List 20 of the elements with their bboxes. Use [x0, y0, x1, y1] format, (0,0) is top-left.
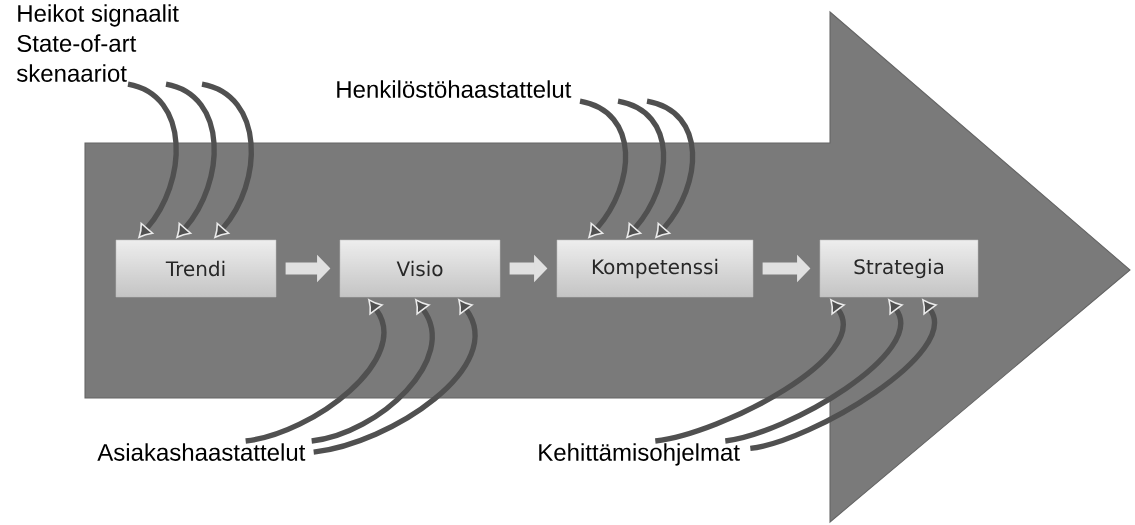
- process-box: Strategia: [819, 239, 979, 298]
- curved-arrow: [654, 299, 846, 444]
- curved-arrow: [245, 299, 387, 444]
- text-label: Henkilöstöhaastattelut: [337, 80, 572, 98]
- curved-arrow: [165, 81, 217, 238]
- curved-arrow: [724, 299, 904, 444]
- text-label: Asiakashaastattelut: [97, 443, 306, 461]
- curved-arrow: [617, 98, 667, 238]
- curved-arrow: [749, 299, 937, 452]
- curved-arrow: [579, 98, 629, 238]
- curved-arrow: [646, 98, 696, 238]
- text-label: Heikot signaalit State-of-art skenaariot: [16, 4, 179, 82]
- curved-arrow: [127, 81, 179, 238]
- curved-arrow: [201, 81, 254, 238]
- process-box: Visio: [339, 239, 501, 298]
- curved-arrow: [311, 299, 435, 444]
- curved-arrow: [313, 299, 478, 455]
- process-box: Trendi: [115, 239, 277, 298]
- process-box: Kompetenssi: [556, 239, 754, 298]
- text-label: Kehittämisohjelmat: [539, 443, 740, 466]
